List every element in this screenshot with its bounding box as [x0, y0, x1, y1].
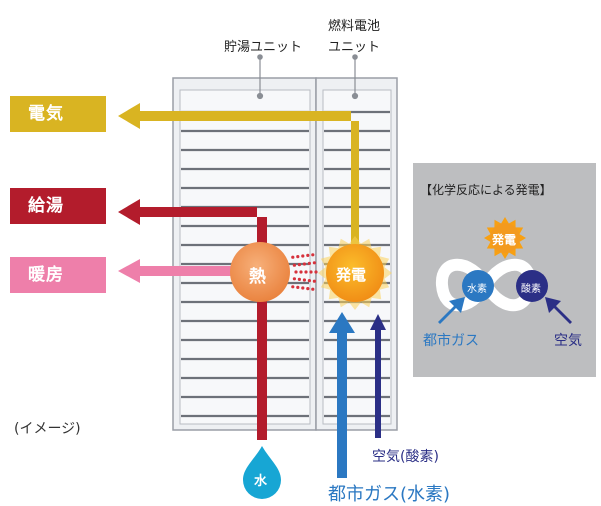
city-gas-arrow: [329, 312, 355, 478]
inset-title: 【化学反応による発電】: [420, 183, 552, 197]
inset-city-gas-label: 都市ガス: [423, 333, 479, 349]
heat-dot: [291, 255, 295, 259]
heat-dot: [312, 279, 316, 283]
heat-dot: [294, 270, 298, 274]
heat-dot: [307, 279, 311, 283]
electricity-arrow: [118, 103, 359, 245]
electricity-tag: 電気: [10, 96, 106, 132]
heat-dot: [301, 286, 305, 290]
power-generation-burst: [318, 236, 392, 310]
heat-dot: [306, 253, 310, 257]
label-leaders: [256, 54, 359, 100]
water-label: 水: [254, 474, 268, 489]
power-generation-label: 発電: [336, 266, 367, 284]
heat-dot: [311, 253, 315, 257]
water-drop: [243, 446, 281, 499]
heat-dot: [314, 270, 318, 274]
heat-dot: [301, 254, 305, 258]
heat-dot: [307, 261, 311, 265]
inset-air-label: 空気: [554, 333, 582, 349]
storage-unit-label: 貯湯ユニット: [224, 40, 303, 55]
chemical-reaction-inset: [413, 163, 596, 377]
heat-dot: [311, 287, 315, 291]
heat-dot: [292, 277, 296, 281]
heat-dot: [296, 285, 300, 289]
heat-dot: [296, 255, 300, 259]
city-gas-hydrogen-label: 都市ガス(水素): [328, 484, 451, 505]
heat-dot: [292, 263, 296, 267]
heat-circle: [230, 242, 290, 302]
heating-tag: 暖房: [10, 257, 106, 293]
heating-arrow: [118, 259, 234, 283]
heat-transfer-dots: [291, 253, 318, 291]
heat-dot: [299, 270, 303, 274]
storage-unit-cabinet: [172, 77, 317, 431]
heat-dot: [291, 285, 295, 289]
inset-hydrogen-label: 水素: [467, 284, 487, 295]
heat-dot: [302, 262, 306, 266]
inset-oxygen-label: 酸素: [521, 284, 541, 295]
heat-dot: [306, 287, 310, 291]
fuel-cell-unit-label-line2: ユニット: [328, 40, 381, 55]
air-arrow: [370, 314, 386, 438]
heat-dot: [304, 270, 308, 274]
inset-power-generation-label: 発電: [492, 233, 517, 247]
heat-dot: [302, 278, 306, 282]
image-note: (イメージ): [14, 421, 81, 437]
heat-dot: [309, 270, 313, 274]
hot-water-tag: 給湯: [10, 188, 106, 224]
air-oxygen-label: 空気(酸素): [372, 449, 439, 465]
heat-dot: [297, 263, 301, 267]
heat-label: 熱: [249, 267, 266, 287]
heat-dot: [297, 277, 301, 281]
heat-dot: [312, 261, 316, 265]
fuel-cell-unit-label-line1: 燃料電池: [328, 19, 381, 34]
